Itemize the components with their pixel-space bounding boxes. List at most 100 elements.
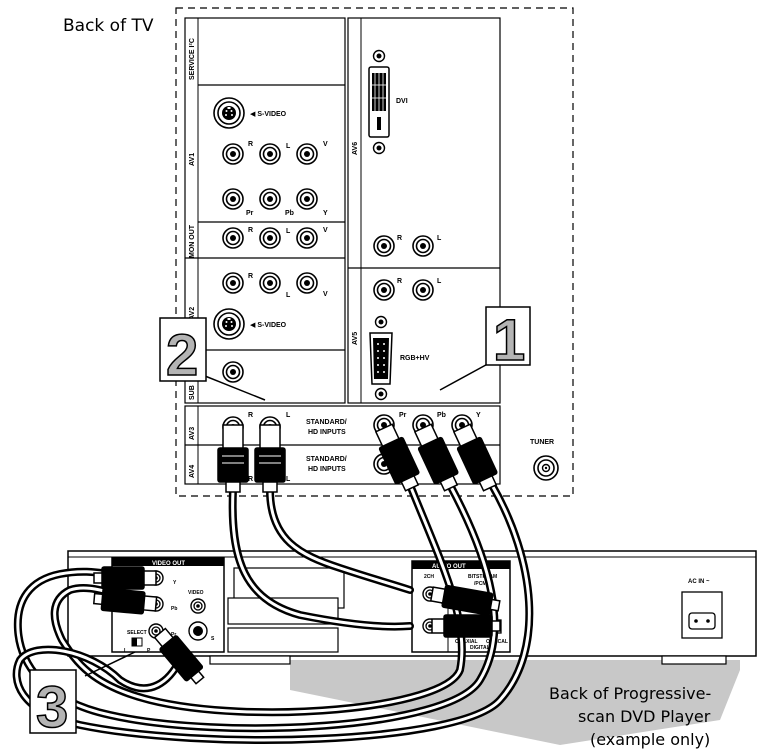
monout-r-jack[interactable] — [222, 227, 244, 249]
av1-label: AV1 — [189, 153, 196, 166]
step-1-number: 1 — [493, 308, 525, 373]
monout-l-label: L — [286, 228, 291, 235]
dvd-video-label: VIDEO — [188, 590, 204, 596]
select-p-label: P — [147, 648, 151, 654]
dvd-pcm-label: /PCM — [474, 581, 487, 587]
av6-r-label: R — [397, 235, 402, 242]
av2-l-jack[interactable] — [259, 272, 281, 294]
monout-v-label: V — [323, 227, 328, 234]
dvd-foot-right — [661, 655, 727, 665]
video-out-label: VIDEO OUT — [152, 561, 185, 567]
rgbhv-label: RGB+HV — [400, 355, 430, 362]
av1-svideo-label: ◀ S-VIDEO — [250, 111, 287, 118]
step-2-number: 2 — [166, 323, 198, 388]
av6-l-label: L — [437, 235, 442, 242]
dvd-digital-label: DIGITAL — [470, 645, 490, 651]
av1-r-jack[interactable] — [222, 143, 244, 165]
sub-label: SUB — [189, 385, 196, 400]
av5-l-jack[interactable] — [412, 279, 434, 301]
dvd-blank-plate-3 — [227, 627, 339, 653]
dvd-s-label: S — [211, 636, 215, 642]
av2-svideo-jack[interactable] — [213, 308, 245, 340]
av2-v-jack[interactable] — [296, 272, 318, 294]
step-3-number: 3 — [36, 675, 68, 740]
dvd-pr-label: Pr — [171, 632, 176, 638]
mon-out-label: MON OUT — [189, 224, 196, 258]
dvi-screw-bottom — [372, 141, 386, 155]
av1-pr-jack[interactable] — [222, 188, 244, 210]
monout-r-label: R — [248, 227, 253, 234]
service-label: SERVICE I²C — [189, 38, 196, 80]
av1-y-jack[interactable] — [296, 188, 318, 210]
audio-out-label: AUDIO OUT — [432, 564, 466, 570]
av3-standard-label-2: HD INPUTS — [308, 429, 346, 436]
tv-left-panel — [184, 17, 346, 404]
av2-l-label: L — [286, 292, 291, 299]
monout-l-jack[interactable] — [259, 227, 281, 249]
dvd-bitstream-label: BITSTREAM — [468, 574, 497, 580]
av4-r-label: R — [248, 476, 253, 483]
av3-pb-label: Pb — [437, 412, 446, 419]
dvd-video-jack[interactable] — [190, 598, 206, 614]
dvd-caption-line1: Back of Progressive- — [549, 684, 711, 703]
dvd-2ch-label: 2CH — [424, 574, 434, 580]
av3-r-label: R — [248, 412, 253, 419]
dvd-shadow — [290, 660, 740, 745]
av3-pr-label: Pr — [399, 412, 407, 419]
av3-l-label: L — [286, 412, 291, 419]
av2-r-label: R — [248, 273, 253, 280]
av2-r-jack[interactable] — [222, 272, 244, 294]
dvd-foot-left — [209, 655, 291, 665]
av1-v-jack[interactable] — [296, 143, 318, 165]
av3-standard-label-1: STANDARD/ — [306, 419, 347, 426]
dvi-label: DVI — [396, 98, 408, 105]
av5-l-label: L — [437, 278, 442, 285]
av5-r-label: R — [397, 278, 402, 285]
step-2-callout: 2 — [159, 317, 266, 401]
step-1-callout: 1 — [439, 306, 531, 391]
dvd-pb-label: Pb — [171, 606, 177, 612]
dvd-caption-line3: (example only) — [590, 730, 710, 749]
vga-screw-bottom — [374, 387, 388, 401]
tv-outline — [175, 7, 574, 497]
select-i-label: I — [124, 648, 126, 654]
dvi-screw-top — [372, 49, 386, 63]
av1-pr-label: Pr — [246, 210, 254, 217]
dvd-y-label: Y — [173, 580, 177, 586]
av1-r-label: R — [248, 141, 253, 148]
av2-v-label: V — [323, 291, 328, 298]
av1-pb-label: Pb — [285, 210, 294, 217]
dvd-coaxial-label: COAXIAL — [455, 639, 478, 645]
dvd-plugs — [92, 566, 501, 685]
av1-l-jack[interactable] — [259, 143, 281, 165]
av3-y-label: Y — [476, 412, 481, 419]
av1-pb-jack[interactable] — [259, 188, 281, 210]
step-3-callout: 3 — [29, 651, 136, 741]
av4-standard-label-2: HD INPUTS — [308, 466, 346, 473]
tv-plugs — [217, 423, 498, 493]
av1-svideo-jack[interactable] — [213, 97, 245, 129]
vga-screw-top — [374, 315, 388, 329]
av6-label: AV6 — [352, 142, 359, 155]
av2-label: AV2 — [189, 307, 196, 320]
av2-svideo-label: ◀ S-VIDEO — [250, 322, 287, 329]
monout-v-jack[interactable] — [296, 227, 318, 249]
av6-r-jack[interactable] — [373, 235, 395, 257]
sub-jack[interactable] — [222, 361, 244, 383]
ac-in-label: AC IN ~ — [688, 579, 710, 585]
av4-standard-label-1: STANDARD/ — [306, 456, 347, 463]
av5-label: AV5 — [352, 332, 359, 345]
av3-label: AV3 — [189, 427, 196, 440]
tv-back-caption: Back of TV — [63, 16, 154, 36]
av5-r-jack[interactable] — [373, 279, 395, 301]
select-label: SELECT — [127, 630, 147, 636]
av6-l-jack[interactable] — [412, 235, 434, 257]
av4-label: AV4 — [189, 465, 196, 478]
av1-y-label: Y — [323, 210, 328, 217]
av1-v-label: V — [323, 141, 328, 148]
tuner-label: TUNER — [530, 439, 554, 446]
av4-l-label: L — [286, 476, 291, 483]
dvd-caption-line2: scan DVD Player — [578, 707, 711, 726]
